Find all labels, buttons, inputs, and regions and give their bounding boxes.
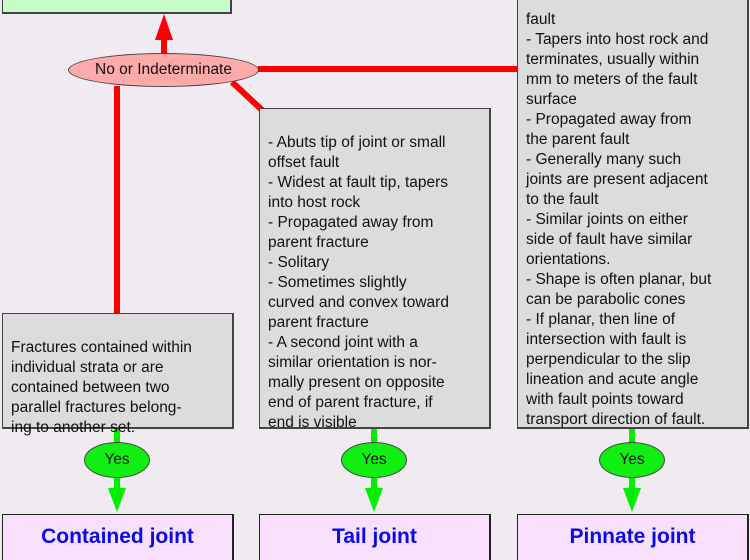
result-contained-joint: Contained joint [2, 514, 234, 560]
no-indeterminate-oval: No or Indeterminate [68, 53, 259, 87]
no-path-tail-box [229, 79, 265, 113]
no-arrowhead-up [155, 14, 173, 40]
result-tail-joint: Tail joint [259, 514, 491, 560]
contained-criteria-box: Fractures contained within individual st… [2, 313, 234, 436]
yes-oval-tail: Yes [341, 442, 407, 478]
pinnate-criteria-text: fault - Tapers into host rock and termin… [526, 11, 712, 428]
yes-label: Yes [104, 451, 130, 468]
yes-oval-pinnate: Yes [599, 442, 665, 478]
result-tail-label: Tail joint [332, 525, 417, 548]
result-pinnate-label: Pinnate joint [569, 525, 696, 548]
yes-label: Yes [361, 451, 387, 468]
yes-label: Yes [619, 451, 645, 468]
tail-criteria-text: - Abuts tip of joint or small offset fau… [268, 134, 449, 431]
result-contained-label: Contained joint [41, 525, 194, 548]
pinnate-criteria-box: fault - Tapers into host rock and termin… [517, 0, 749, 429]
yes-oval-contained: Yes [84, 442, 150, 478]
upstream-box [2, 0, 232, 14]
contained-criteria-text: Fractures contained within individual st… [11, 339, 192, 436]
no-indeterminate-label: No or Indeterminate [95, 61, 232, 78]
tail-criteria-box: - Abuts tip of joint or small offset fau… [259, 108, 491, 431]
result-pinnate-joint: Pinnate joint [517, 514, 749, 560]
